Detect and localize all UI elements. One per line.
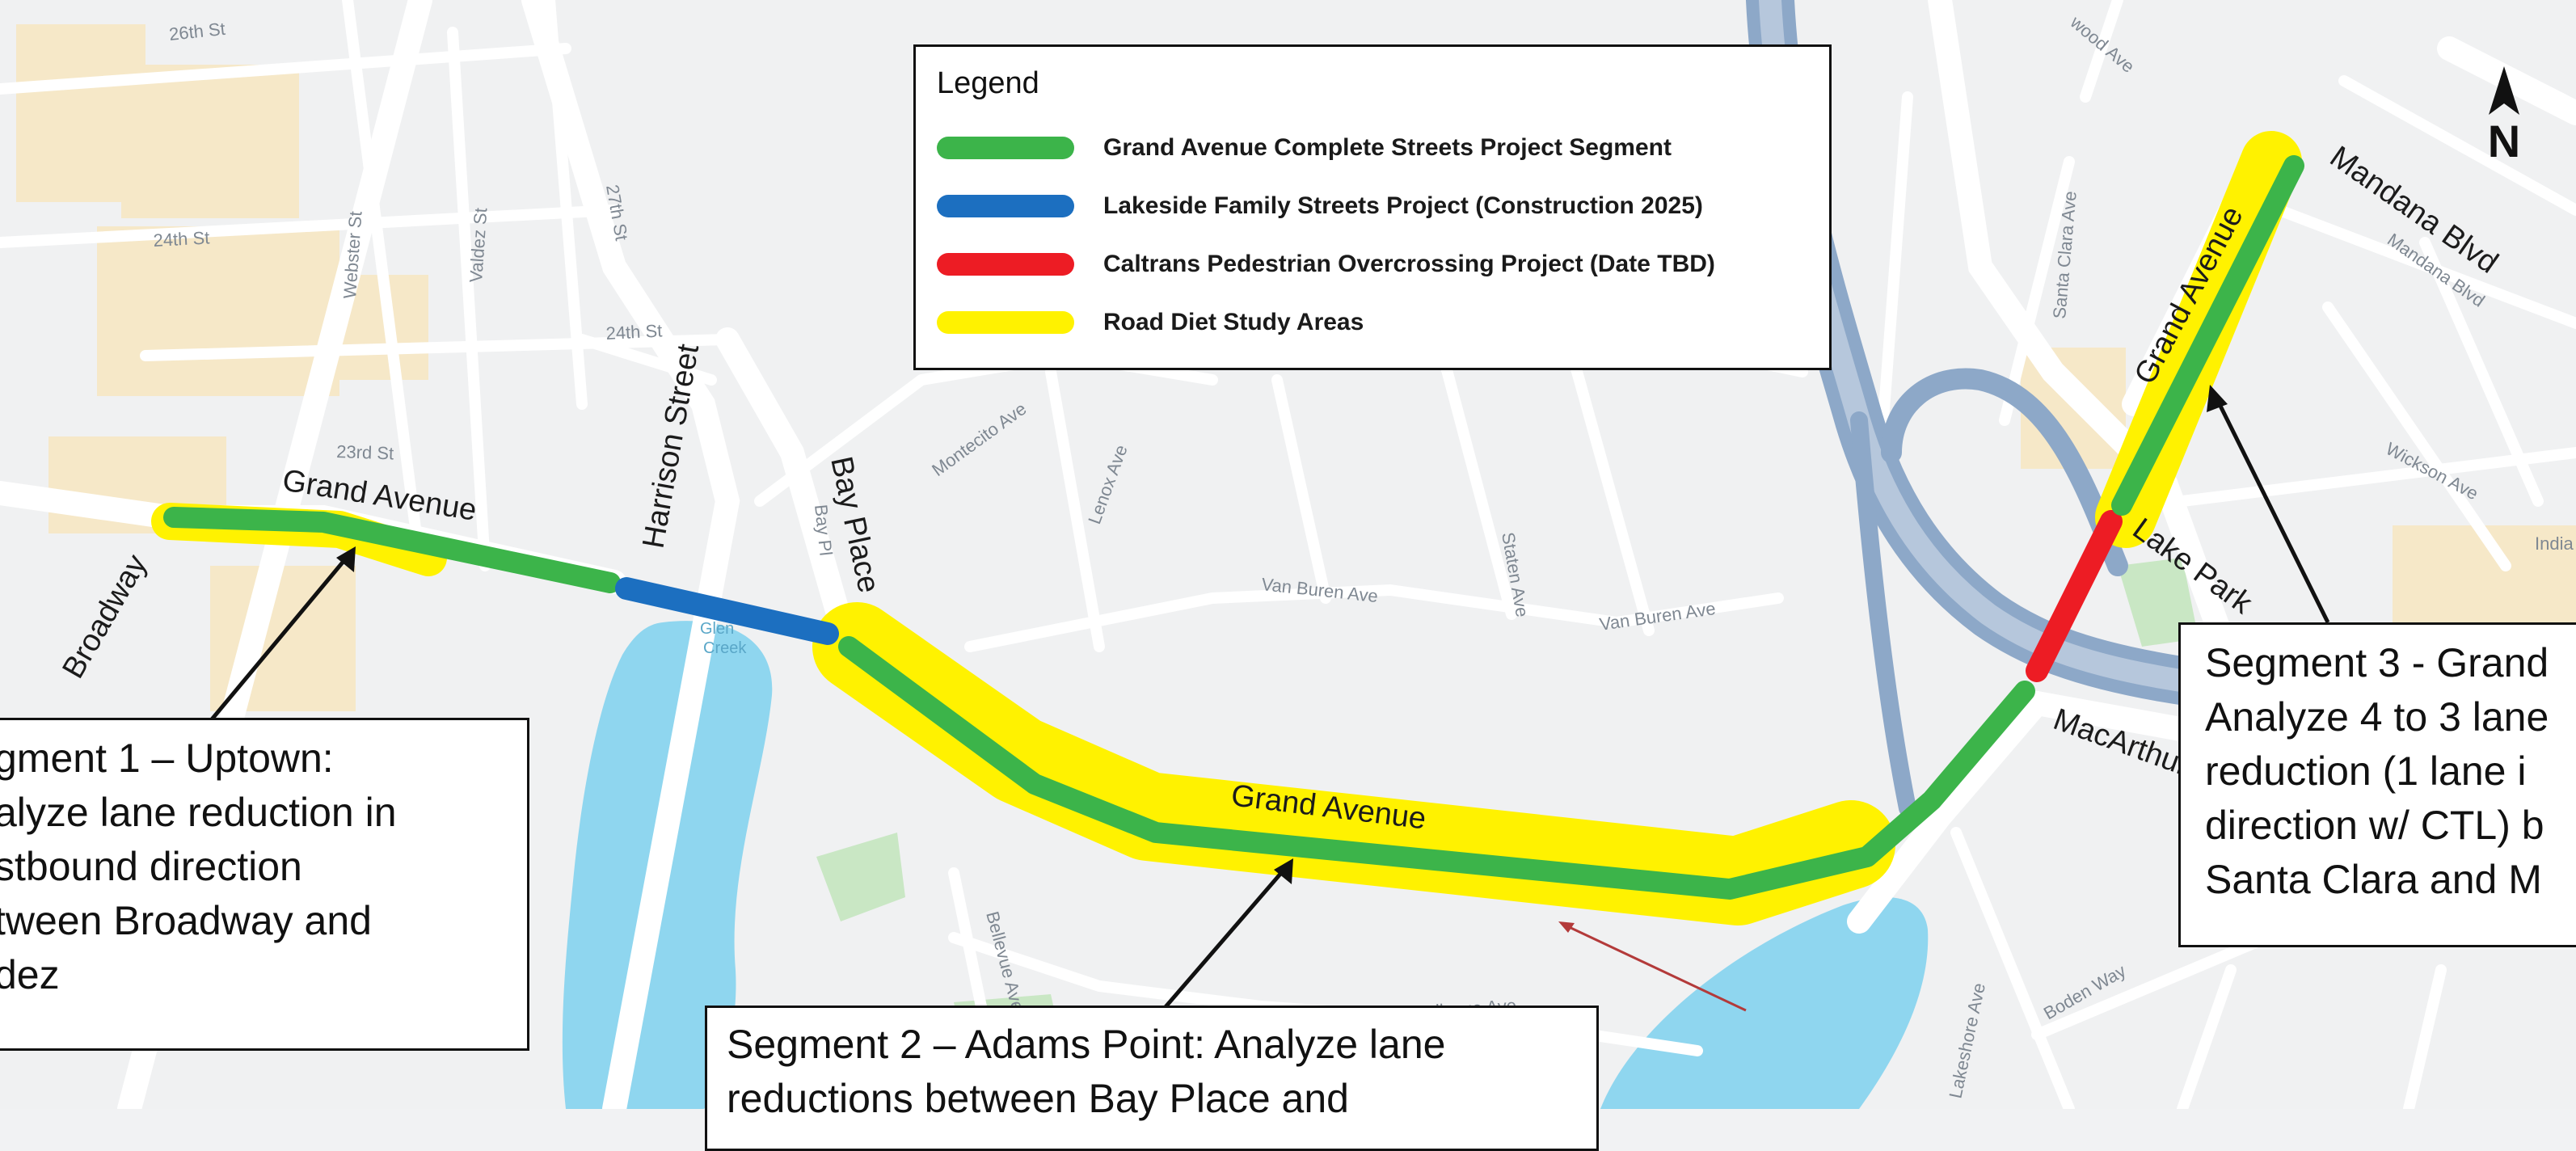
callout-line: Santa Clara and M — [2205, 857, 2542, 902]
callout-line: direction w/ CTL) b — [2205, 803, 2544, 848]
callout-line: stbound direction — [0, 844, 302, 889]
label-creek: Creek — [703, 639, 747, 657]
legend-item-caltrans: Caltrans Pedestrian Overcrossing Project… — [937, 235, 1808, 293]
legend-label: Lakeside Family Streets Project (Constru… — [1103, 192, 1703, 219]
legend-swatch-blue — [937, 195, 1074, 217]
legend-item-complete-streets: Grand Avenue Complete Streets Project Se… — [937, 119, 1808, 177]
leader-lines — [210, 393, 2330, 1010]
callout-line: reductions between Bay Place and — [727, 1076, 1349, 1121]
legend: Legend Grand Avenue Complete Streets Pro… — [913, 44, 1832, 370]
callout-line: dez — [0, 952, 60, 997]
legend-item-lakeside: Lakeside Family Streets Project (Constru… — [937, 177, 1808, 235]
project-segments — [163, 155, 2304, 900]
segment-green-2 — [838, 636, 2035, 900]
red-annotation-arrow — [1558, 921, 1747, 1012]
label-glen: Glen — [700, 620, 734, 638]
legend-label: Grand Avenue Complete Streets Project Se… — [1103, 134, 1672, 161]
callout-line: alyze lane reduction in — [0, 790, 397, 835]
segment-green-1 — [163, 507, 621, 593]
callout-segment-1: gment 1 – Uptown: alyze lane reduction i… — [0, 718, 529, 1051]
legend-item-road-diet: Road Diet Study Areas — [937, 293, 1808, 352]
legend-label: Road Diet Study Areas — [1103, 309, 1364, 335]
north-label: N — [2487, 116, 2521, 167]
callout-segment-3: Segment 3 - Grand Analyze 4 to 3 lane re… — [2178, 622, 2576, 947]
lake-merritt-east — [1600, 897, 1929, 1109]
label-24th-st-b: 24th St — [605, 320, 663, 344]
north-arrow: N — [2479, 65, 2529, 170]
callout-line: Segment 2 – Adams Point: Analyze lane — [727, 1022, 1446, 1067]
legend-swatch-green — [937, 137, 1074, 159]
callout-line: reduction (1 lane i — [2205, 748, 2527, 794]
north-arrow-icon — [2489, 66, 2519, 115]
legend-title: Legend — [937, 66, 1039, 100]
creek-labels: Glen Creek — [700, 620, 747, 657]
callout-line: Analyze 4 to 3 lane — [2205, 694, 2549, 740]
callout-line: tween Broadway and — [0, 898, 372, 943]
legend-swatch-red — [937, 253, 1074, 276]
segment-green-3 — [2111, 155, 2304, 516]
callout-line: gment 1 – Uptown: — [0, 736, 334, 781]
callout-line: Segment 3 - Grand — [2205, 640, 2549, 685]
label-23rd-st: 23rd St — [336, 441, 394, 463]
segment-red-caltrans — [2026, 510, 2123, 682]
arrowheads — [336, 385, 2228, 884]
segment-blue-lakeside — [615, 577, 839, 645]
label-india: India — [2535, 533, 2574, 554]
legend-swatch-yellow — [937, 311, 1074, 334]
callout-segment-2: Segment 2 – Adams Point: Analyze lane re… — [705, 1006, 1599, 1151]
legend-label: Caltrans Pedestrian Overcrossing Project… — [1103, 251, 1715, 277]
label-24th-st: 24th St — [153, 227, 210, 251]
